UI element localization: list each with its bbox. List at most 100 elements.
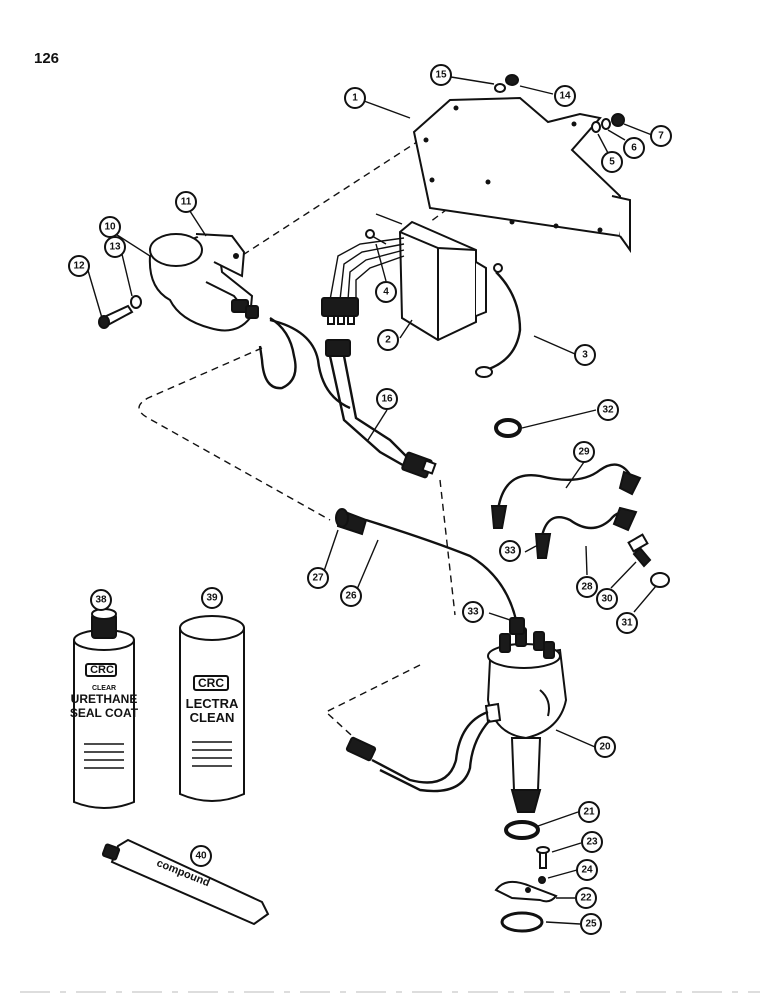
svg-text:12: 12 (73, 261, 85, 272)
callout-33-upper: 33 (499, 540, 521, 562)
callout-21: 21 (578, 801, 600, 823)
svg-text:38: 38 (95, 595, 107, 606)
seal-coat-can: CRC CLEAR URETHANE SEAL COAT (70, 608, 139, 809)
svg-text:25: 25 (585, 919, 597, 930)
washer-14 (494, 83, 506, 93)
svg-text:27: 27 (312, 573, 324, 584)
boot-27 (335, 508, 368, 536)
callout-28: 28 (576, 576, 598, 598)
callout-32: 32 (597, 399, 619, 421)
distributor (484, 617, 568, 813)
distributor-lead (371, 710, 489, 784)
sensor-30 (627, 533, 652, 568)
leader-lines (86, 76, 657, 925)
plug-wire-28 (534, 506, 638, 559)
coil-lead-wire (258, 316, 297, 390)
callout-5: 5 (601, 151, 623, 173)
can-39-brand: CRC (198, 676, 224, 690)
callout-15: 15 (430, 64, 452, 86)
svg-text:20: 20 (599, 742, 611, 753)
compound-tube: compound (101, 838, 270, 926)
svg-text:40: 40 (195, 851, 207, 862)
svg-text:10: 10 (104, 222, 116, 233)
page-number: 126 (34, 50, 60, 67)
gasket-21 (504, 820, 540, 840)
svg-text:11: 11 (181, 197, 192, 208)
washer-13 (130, 295, 142, 309)
can-38-line2: URETHANE (71, 692, 138, 706)
svg-text:24: 24 (581, 865, 593, 876)
svg-text:32: 32 (602, 405, 614, 416)
svg-text:4: 4 (383, 287, 389, 298)
callout-3: 3 (574, 344, 596, 366)
callout-11: 11 (175, 191, 197, 213)
lectra-clean-can: CRC LECTRA CLEAN (179, 615, 245, 802)
callout-10: 10 (99, 216, 121, 238)
svg-text:30: 30 (601, 594, 613, 605)
callout-40: 40 (190, 845, 212, 867)
can-38-line3: SEAL COAT (70, 706, 139, 720)
can-38-line1: CLEAR (92, 685, 116, 692)
svg-text:28: 28 (581, 582, 593, 593)
callout-23: 23 (581, 831, 603, 853)
svg-text:26: 26 (345, 591, 357, 602)
callout-13: 13 (104, 236, 126, 258)
routing-line-connector-drop (439, 479, 456, 616)
callout-7: 7 (650, 125, 672, 147)
coil-bracket (195, 233, 246, 278)
callout-24: 24 (576, 859, 598, 881)
can-39-line1: LECTRA (186, 696, 239, 711)
washer-24 (538, 876, 546, 884)
callout-33-lower: 33 (462, 601, 484, 623)
bolt-23 (536, 846, 550, 869)
callout-20: 20 (594, 736, 616, 758)
ignition-module (398, 220, 487, 342)
svg-text:6: 6 (631, 143, 637, 154)
harness-connector (321, 297, 359, 325)
screw-4 (365, 229, 387, 245)
svg-text:33: 33 (467, 607, 479, 618)
routing-line-bracket-to-coil (231, 139, 421, 263)
callout-6: 6 (623, 137, 645, 159)
routing-line-distributor-lead (324, 664, 421, 746)
callout-16: 16 (376, 388, 398, 410)
coil-wire (365, 518, 520, 631)
callout-14: 14 (554, 85, 576, 107)
callout-4: 4 (375, 281, 397, 303)
ground-strap-eyelet (475, 366, 493, 378)
svg-text:3: 3 (582, 350, 588, 361)
callout-27: 27 (307, 567, 329, 589)
harness-plug-16 (401, 451, 437, 479)
svg-text:29: 29 (578, 447, 590, 458)
nut-7 (611, 113, 625, 127)
plug-wire-29 (490, 463, 642, 529)
svg-text:1: 1 (352, 93, 358, 104)
clamp-22 (494, 880, 558, 903)
o-ring-25 (500, 911, 544, 933)
callout-38: 38 (90, 589, 112, 611)
ignition-coil (148, 233, 259, 332)
svg-text:15: 15 (435, 70, 447, 81)
mounting-bracket (412, 96, 631, 254)
svg-text:31: 31 (621, 618, 633, 629)
svg-text:2: 2 (385, 335, 391, 346)
lead-connector (325, 339, 351, 357)
washer-5 (591, 121, 601, 133)
callout-29: 29 (573, 441, 595, 463)
distributor-lead-plug (345, 736, 377, 762)
svg-text:14: 14 (559, 91, 571, 102)
callout-31: 31 (616, 612, 638, 634)
svg-text:13: 13 (109, 242, 121, 253)
callout-26: 26 (340, 585, 362, 607)
svg-text:7: 7 (658, 131, 664, 142)
routing-line-coil-to-distributor (138, 347, 331, 521)
ground-strap (485, 271, 522, 372)
callout-12: 12 (68, 255, 90, 277)
washer-6 (601, 118, 611, 130)
svg-text:22: 22 (580, 893, 592, 904)
callout-22: 22 (575, 887, 597, 909)
bolt-12 (98, 304, 134, 329)
callout-1: 1 (344, 87, 366, 109)
callout-25: 25 (580, 913, 602, 935)
